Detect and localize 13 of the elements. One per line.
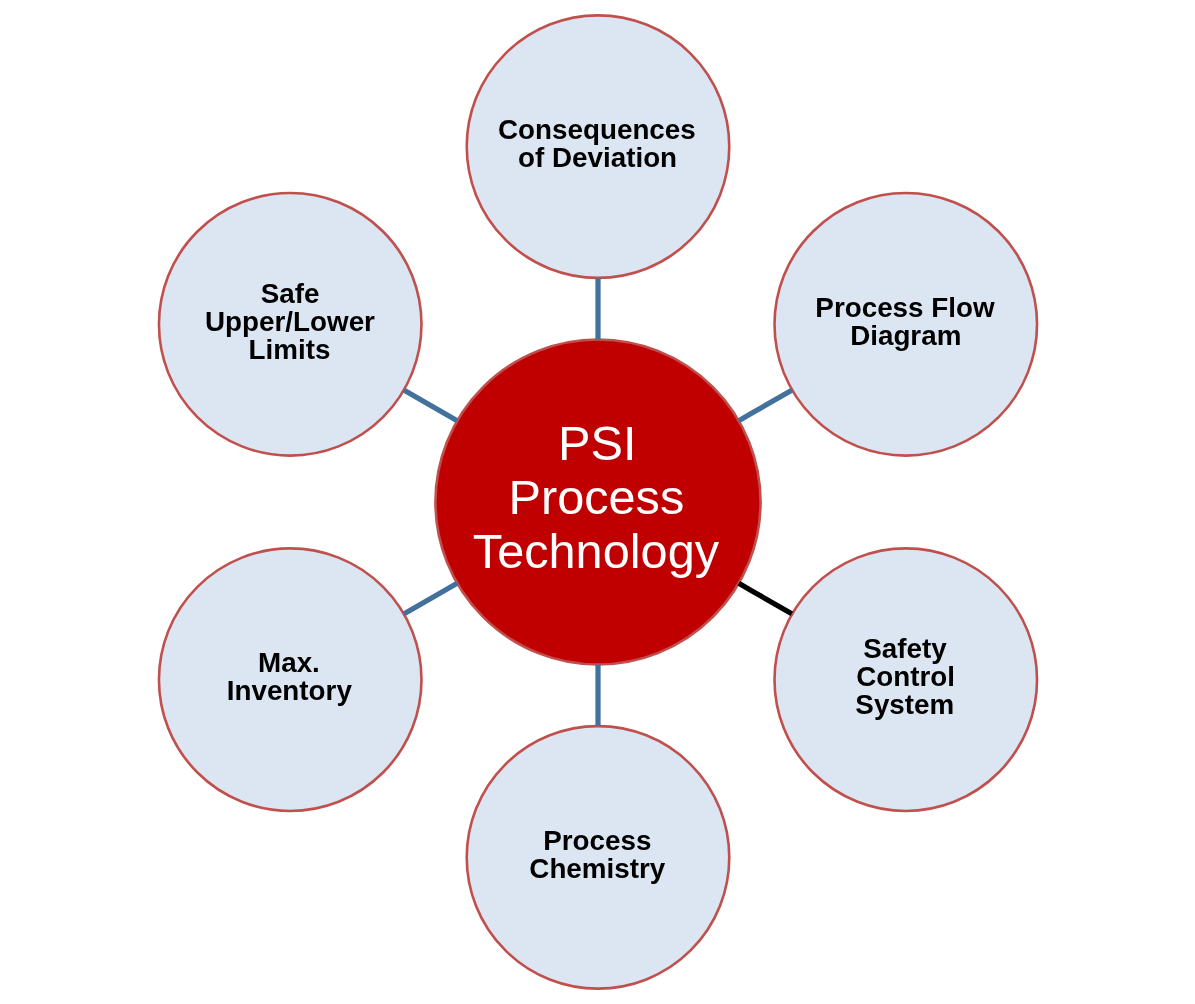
node-circle: Max. Inventory — [157, 547, 423, 813]
node-circle: Process Flow Diagram — [772, 191, 1038, 457]
connector — [402, 581, 458, 617]
node-circle: Consequences of Deviation — [464, 14, 731, 280]
node-circle: Safety Control System — [772, 547, 1038, 813]
node-circle: Safe Upper/Lower Limits — [157, 191, 423, 457]
node-circle: Process Chemistry — [464, 724, 731, 990]
connector — [594, 664, 601, 726]
node-circle: PSI Process Technology — [433, 338, 762, 666]
connector — [402, 387, 458, 423]
connector — [737, 581, 793, 617]
connector — [594, 278, 601, 340]
connector — [737, 387, 793, 423]
